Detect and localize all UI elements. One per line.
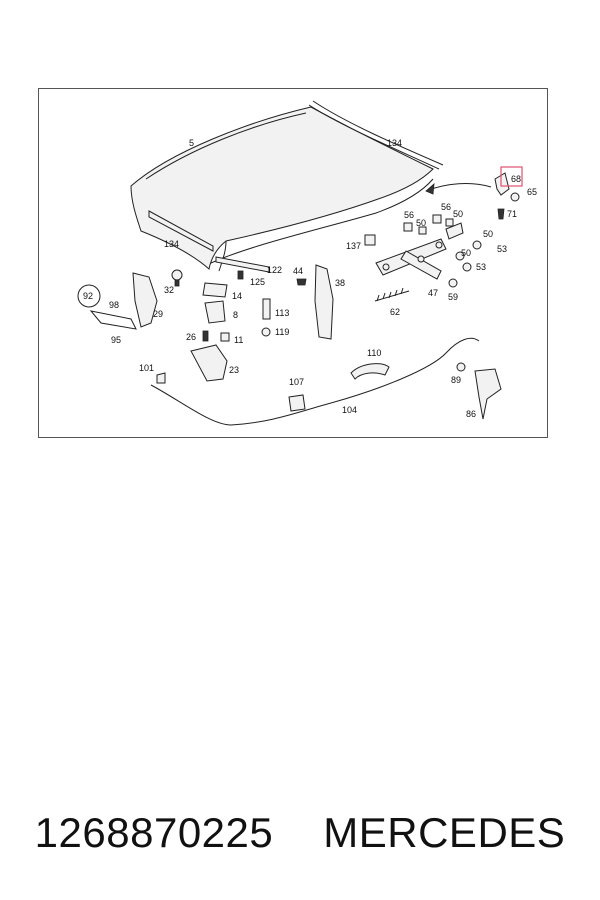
label-5: 5 <box>189 138 194 148</box>
release-cable-104 <box>150 337 480 426</box>
label-50-b: 50 <box>453 209 463 219</box>
label-71: 71 <box>507 209 517 219</box>
label-32: 32 <box>164 285 174 295</box>
nuts-50-53 <box>448 240 482 288</box>
label-134-top: 134 <box>387 138 402 148</box>
label-89: 89 <box>451 375 461 385</box>
nut-119 <box>261 327 271 337</box>
front-lip-strip <box>215 256 270 273</box>
part-number: 1268870225 <box>34 809 274 856</box>
plate-14 <box>202 282 228 298</box>
bolt-113 <box>262 298 271 320</box>
label-38: 38 <box>335 278 345 288</box>
label-29: 29 <box>153 309 163 319</box>
cover-panel-38 <box>314 264 334 340</box>
label-62: 62 <box>390 307 400 317</box>
label-53-b: 53 <box>476 262 486 272</box>
label-122: 122 <box>267 265 282 275</box>
label-50-d: 50 <box>461 248 471 258</box>
cable-end-101 <box>156 372 166 384</box>
label-101: 101 <box>139 363 154 373</box>
label-110: 110 <box>367 348 381 358</box>
clips-56-50 <box>403 214 454 235</box>
label-44: 44 <box>293 266 303 276</box>
label-50-a: 50 <box>416 218 426 228</box>
screw-11 <box>220 332 230 342</box>
screw-26 <box>202 330 209 342</box>
hood-panel <box>130 106 434 272</box>
label-11: 11 <box>234 335 243 345</box>
clip-44 <box>296 278 307 286</box>
label-50-c: 50 <box>483 229 493 239</box>
diagram-frame: 5 134 134 68 65 71 56 56 50 50 50 50 53 … <box>38 88 548 438</box>
label-53-a: 53 <box>497 244 507 254</box>
gas-spring-62 <box>374 287 410 302</box>
hinge-assembly-47 <box>375 222 464 280</box>
cable-clip-110 <box>350 363 390 380</box>
brand-name: MERCEDES <box>323 809 566 856</box>
bolt-71 <box>497 208 505 220</box>
label-113: 113 <box>275 308 289 318</box>
label-92: 92 <box>83 291 93 301</box>
cable-holder-107 <box>288 394 306 412</box>
bracket-137 <box>364 234 376 246</box>
latch-29 <box>132 272 158 328</box>
lock-92-assembly <box>77 284 137 330</box>
seal-strip-top <box>308 100 444 170</box>
caption-row: 1268870225 MERCEDES <box>0 798 600 868</box>
label-104: 104 <box>342 405 357 415</box>
hood-parts-diagram: 5 134 134 68 65 71 56 56 50 50 50 50 53 … <box>77 100 537 426</box>
label-23: 23 <box>229 365 239 375</box>
label-56-right: 56 <box>441 202 451 212</box>
seal-strip-front <box>148 210 214 252</box>
nut-65 <box>510 192 520 202</box>
label-8: 8 <box>233 310 238 320</box>
label-95: 95 <box>111 335 121 345</box>
striker-8 <box>204 300 226 324</box>
release-lever-86 <box>474 368 502 420</box>
lock-housing-23 <box>190 344 228 382</box>
highlight-box-68 <box>500 166 523 187</box>
label-56-left: 56 <box>404 210 414 220</box>
label-107: 107 <box>289 377 304 387</box>
arrow-pointer <box>425 183 492 195</box>
bolt-89 <box>456 362 466 372</box>
label-26: 26 <box>186 332 196 342</box>
bolt-32 <box>171 269 183 287</box>
label-47: 47 <box>428 288 438 298</box>
label-68: 68 <box>511 174 521 184</box>
label-59: 59 <box>448 292 458 302</box>
label-125: 125 <box>250 277 265 287</box>
label-134-front: 134 <box>164 239 179 249</box>
label-137: 137 <box>346 241 361 251</box>
hinge-bracket-68 <box>494 172 510 196</box>
label-86: 86 <box>466 409 476 419</box>
clip-125 <box>237 270 244 280</box>
label-98: 98 <box>109 300 119 310</box>
label-119: 119 <box>275 327 289 337</box>
label-65: 65 <box>527 187 537 197</box>
label-14: 14 <box>232 291 242 301</box>
